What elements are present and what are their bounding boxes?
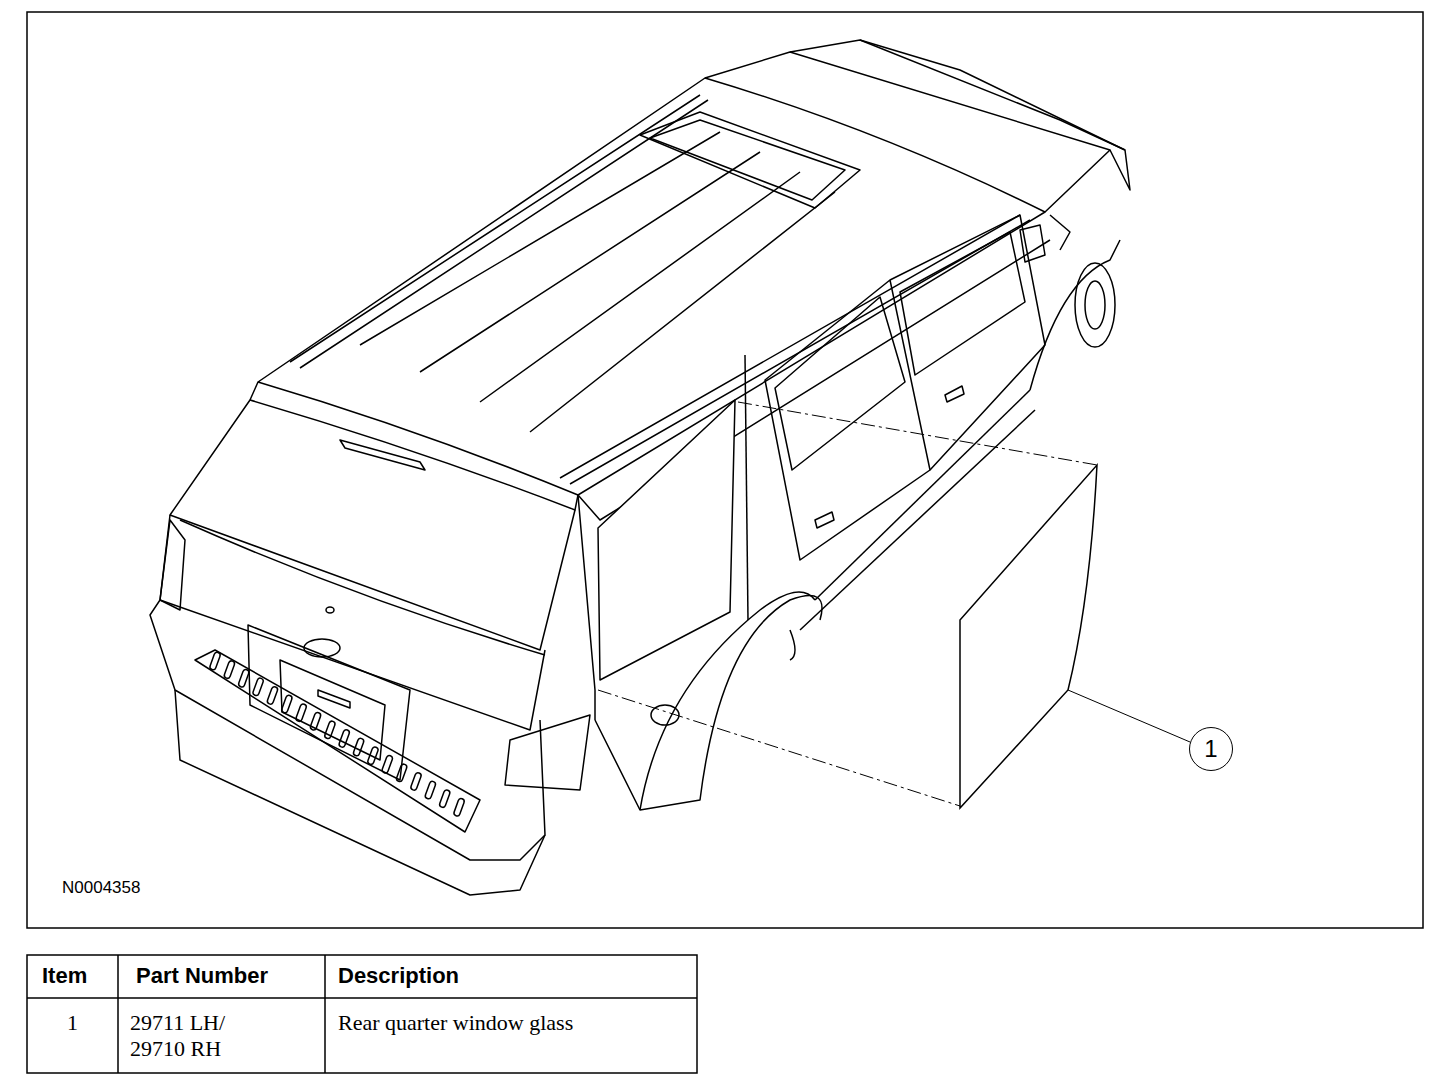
step-slot <box>367 746 379 765</box>
step-slot <box>324 720 336 739</box>
callout-number: 1 <box>1204 737 1217 761</box>
table-cell: Rear quarter window glass <box>338 1010 688 1036</box>
step-slot <box>238 669 250 688</box>
table-header: Part Number <box>136 963 322 989</box>
step-slot <box>381 755 393 774</box>
table-cell: 1 <box>27 1010 118 1036</box>
step-slot <box>439 789 451 808</box>
step-slot <box>267 686 279 705</box>
table-header: Item <box>42 963 114 989</box>
step-slot <box>224 660 236 679</box>
step-slot <box>410 772 422 791</box>
step-slot <box>295 703 307 722</box>
figure-number: N0004358 <box>62 878 262 898</box>
frame <box>27 12 1423 928</box>
step-slot <box>453 798 465 817</box>
van-drawing <box>150 40 1130 895</box>
callout-circle: 1 <box>1189 727 1233 771</box>
step-slot <box>424 781 436 800</box>
table-header: Description <box>338 963 688 989</box>
step-slot <box>310 712 322 731</box>
leader-line <box>1068 690 1190 742</box>
step-slot <box>281 695 293 714</box>
step-slot <box>209 652 221 671</box>
window-glass <box>960 465 1097 808</box>
step-slot <box>396 763 408 782</box>
table-cell: 29711 LH/ 29710 RH <box>130 1010 250 1063</box>
step-slot <box>338 729 350 748</box>
parts-table <box>27 955 697 1073</box>
step-slot <box>252 677 264 696</box>
projection-lines <box>598 402 1097 806</box>
step-slot <box>353 738 365 757</box>
